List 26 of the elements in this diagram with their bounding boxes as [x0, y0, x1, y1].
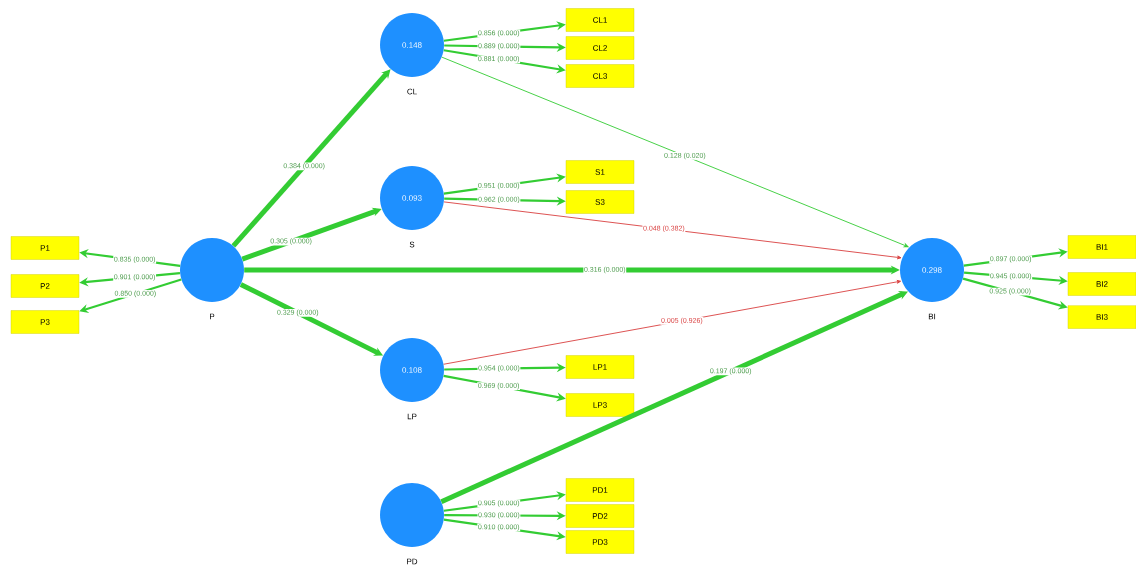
indicator-box: S1: [565, 160, 635, 184]
variable-name: P: [210, 313, 215, 320]
arrow: [443, 201, 902, 260]
indicator-box: LP1: [565, 355, 635, 379]
indicator-box: CL1: [565, 8, 635, 32]
indicator-box: PD1: [565, 478, 635, 502]
variable-name: CL: [407, 88, 417, 95]
indicator-box: BI2: [1067, 272, 1136, 296]
indicator-box: CL2: [565, 36, 635, 60]
indicator-box: CL3: [565, 64, 635, 88]
variable-name: S: [409, 241, 415, 248]
indicator-box: S3: [565, 190, 635, 214]
arrow: [231, 69, 391, 248]
indicator-box: BI1: [1067, 235, 1136, 259]
indicator-box: PD3: [565, 530, 635, 554]
indicator-box: PD2: [565, 504, 635, 528]
arrow: [441, 56, 909, 248]
indicator-box: P1: [10, 236, 80, 260]
indicator-box: P2: [10, 274, 80, 298]
variable-name: LP: [407, 413, 417, 420]
indicator-box: P3: [10, 310, 80, 334]
indicator-box: LP3: [565, 393, 635, 417]
variable-name: PD: [407, 558, 418, 565]
arrow: [443, 279, 902, 365]
variable-name: BI: [928, 313, 936, 320]
indicator-box: BI3: [1067, 305, 1136, 329]
